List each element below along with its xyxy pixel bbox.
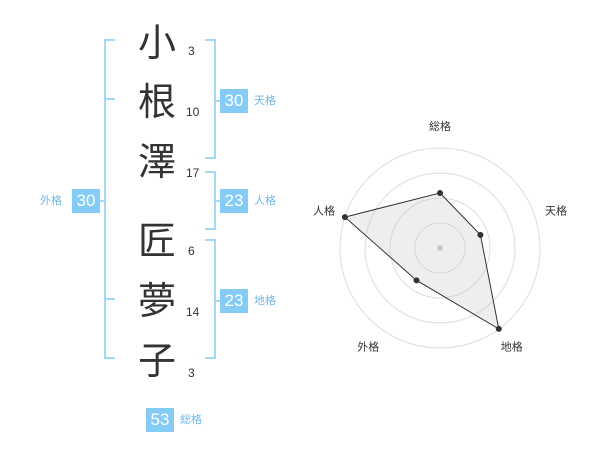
stroke-count-5: 14 [186,305,200,319]
gaikaku-value: 30 [72,189,100,213]
radar-ring-2 [389,197,491,299]
gaikaku-label: 外格 [40,194,62,207]
gaikaku-bracket [104,39,115,359]
radar-ring-3 [364,172,516,324]
stroke-count-3: 17 [186,166,200,180]
chikaku-bracket [205,239,216,359]
name-char-3: 澤 [137,140,176,184]
jinkaku-value: 23 [220,189,248,213]
radar-point-5 [341,214,348,221]
chikaku-value: 23 [220,289,248,313]
radar-ring-1 [414,222,466,274]
radar-axis-label-4: 外格 [357,340,379,354]
tenkaku-label: 天格 [254,94,276,107]
radar-axis-label-1: 総格 [429,119,451,133]
soukaku-value: 53 [146,408,174,432]
stroke-count-2: 10 [186,105,200,119]
name-char-6: 子 [137,339,176,383]
radar-axis-label-2: 天格 [545,203,567,217]
radar-axis-label-3: 地格 [501,340,523,354]
radar-center [437,245,443,251]
name-char-1: 小 [137,21,176,65]
tenkaku-bracket [205,39,216,159]
radar-axis-label-5: 人格 [313,203,335,217]
radar-point-3 [495,325,502,332]
radar-point-1 [437,190,443,196]
radar-point-4 [413,277,420,284]
name-char-4: 匠 [137,219,176,263]
radar-point-2 [477,231,484,238]
soukaku-label: 総格 [180,413,202,426]
stroke-count-1: 3 [188,44,195,58]
radar-polygon [343,192,500,330]
tenkaku-value: 30 [220,89,248,113]
name-char-5: 夢 [137,279,176,323]
jinkaku-label: 人格 [254,194,276,207]
name-char-2: 根 [137,80,176,124]
radar-ring-4 [339,147,541,349]
stroke-count-6: 3 [188,366,195,380]
stroke-count-4: 6 [188,244,195,258]
chikaku-label: 地格 [254,294,276,307]
